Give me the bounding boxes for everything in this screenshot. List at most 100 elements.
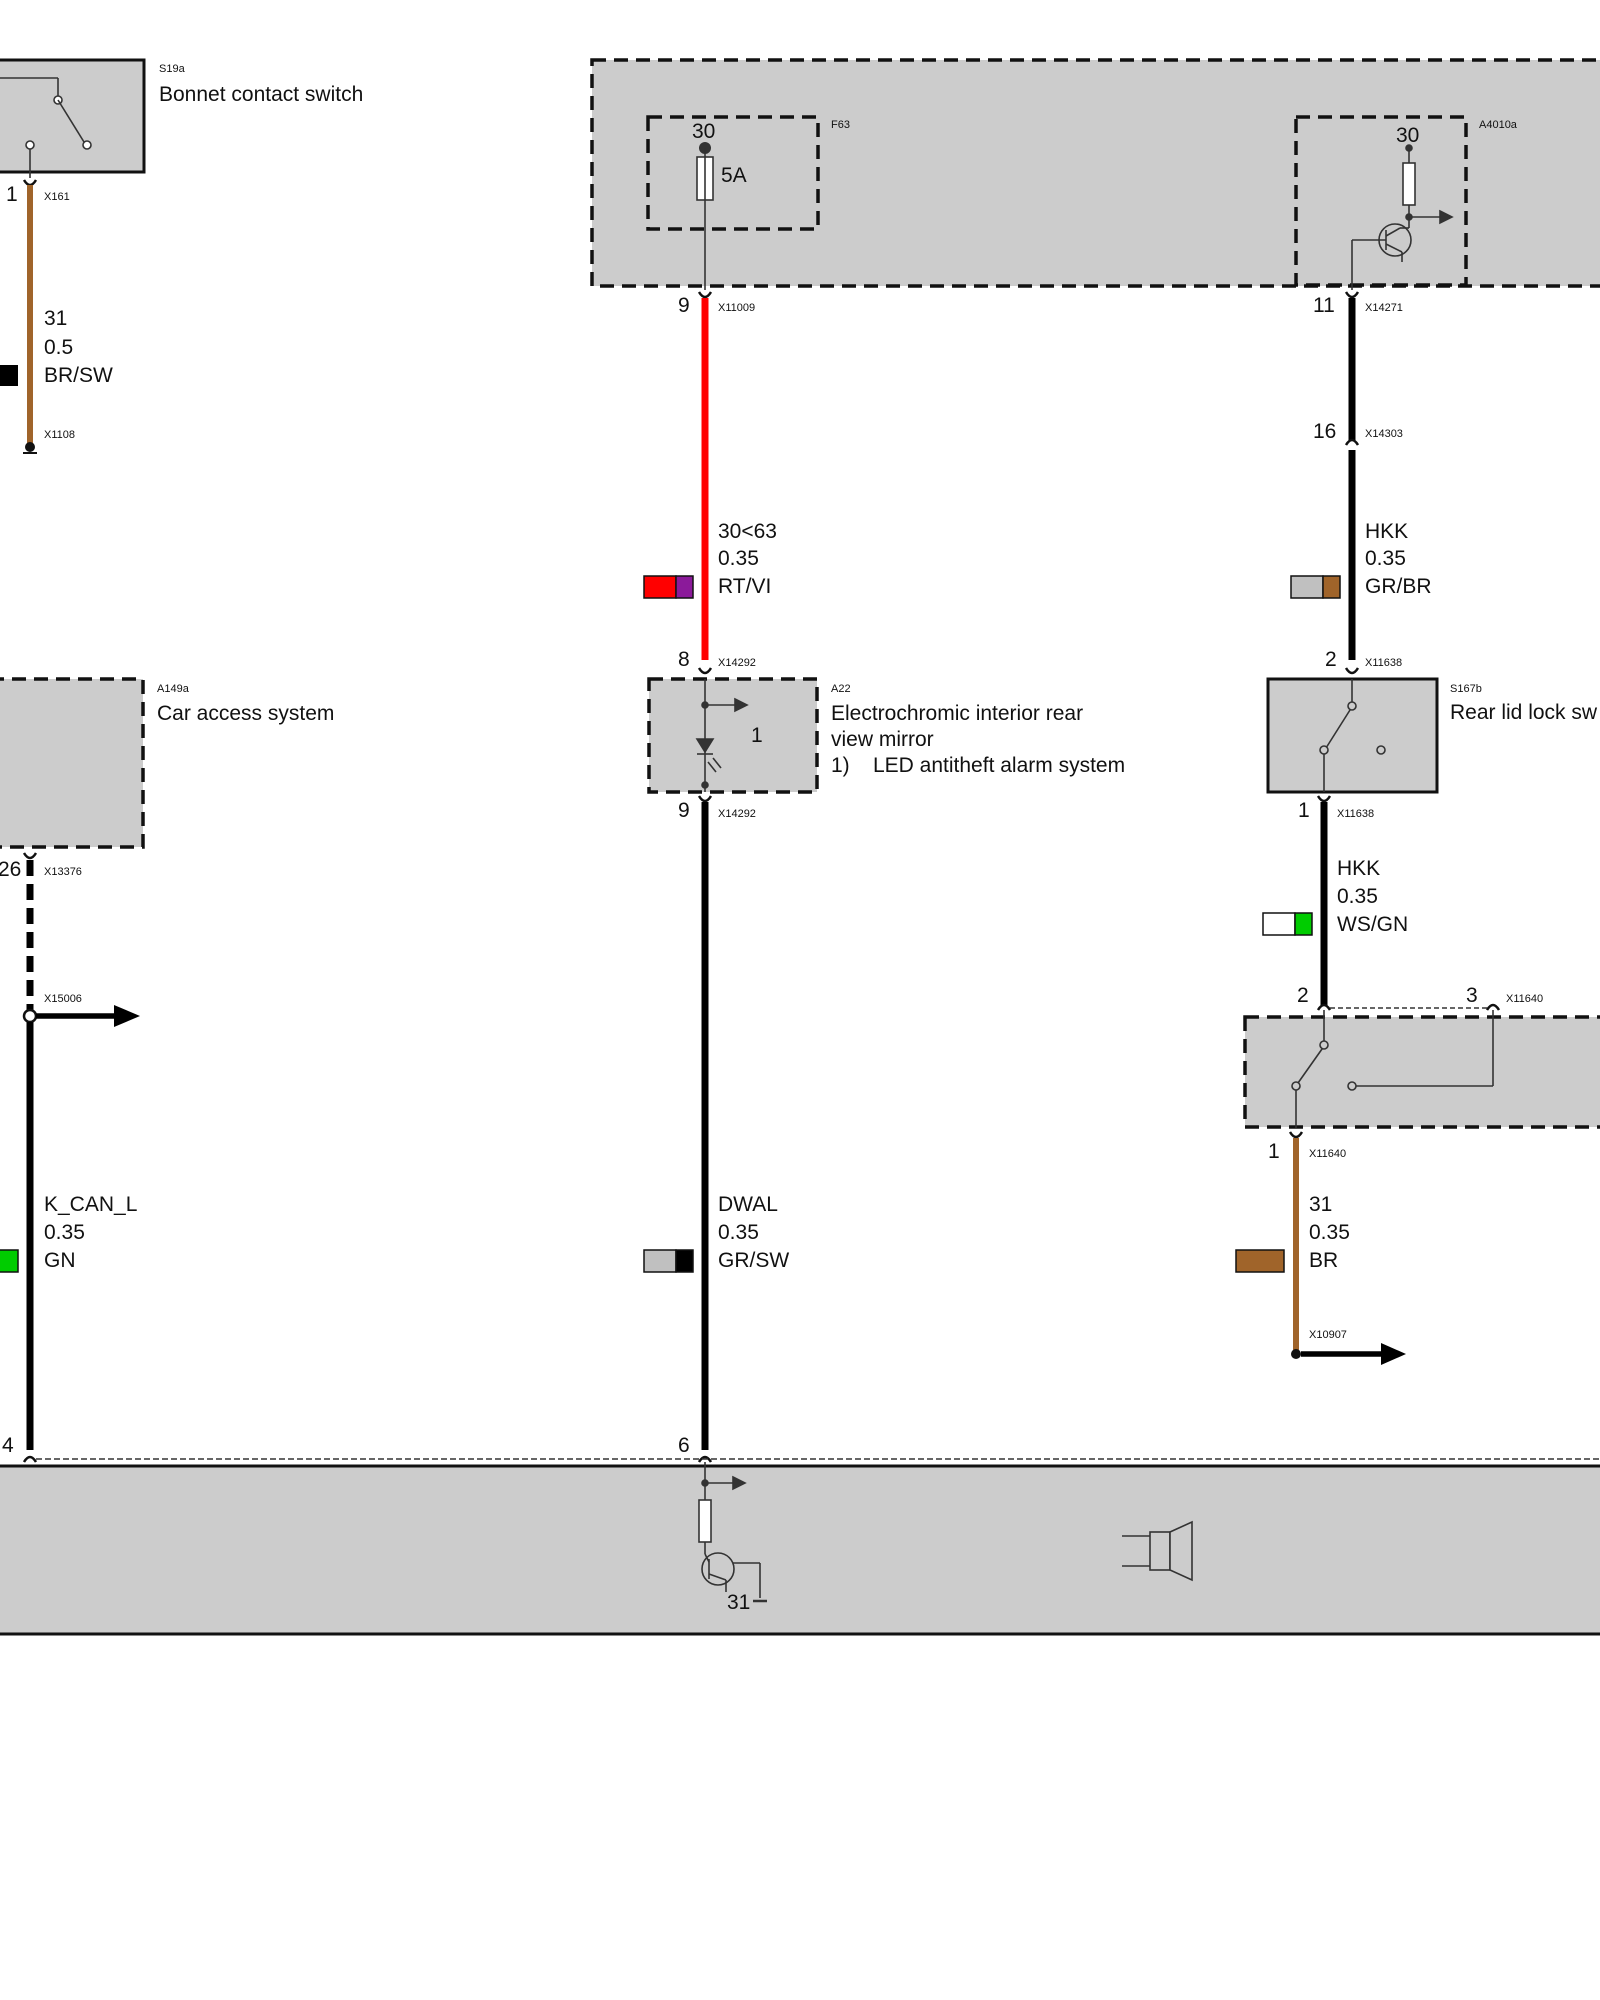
wire-color-swatch	[643, 575, 694, 599]
bonnet-contact-switch	[0, 58, 146, 178]
splice-point-icon	[22, 1008, 38, 1024]
x11640-b-id: X11640	[1506, 993, 1543, 1005]
w-hkk2-size: 0.35	[1337, 885, 1378, 908]
x11638-top-id: X11638	[1365, 657, 1402, 669]
x14271-id: X14271	[1365, 302, 1403, 314]
x161-pin: 1	[6, 183, 18, 206]
f63-id: F63	[831, 119, 850, 131]
w-ground-color: BR	[1309, 1249, 1338, 1272]
relay-switch-icon	[1291, 1010, 1494, 1128]
x11640-c-id: X11640	[1309, 1148, 1346, 1160]
x11638-top-pin: 2	[1325, 648, 1337, 671]
w-bonnet-signal: 31	[44, 307, 67, 330]
x11638-bot-id: X11638	[1337, 808, 1374, 820]
relay-x11640-box	[1243, 1015, 1600, 1129]
connector-icon	[22, 179, 38, 187]
s19a-id: S19a	[159, 63, 186, 75]
transistor-icon	[698, 1462, 767, 1603]
w-dwal-size: 0.35	[718, 1221, 759, 1244]
led-icon	[695, 679, 749, 792]
x15006-id: X15006	[44, 993, 82, 1005]
x14292-top-id: X14292	[718, 657, 756, 669]
a4010a-id: A4010a	[1479, 119, 1518, 131]
f63-rating: 5A	[721, 164, 747, 187]
w-hkk2-color: WS/GN	[1337, 913, 1408, 936]
a22-inner-ref: 1	[751, 724, 763, 747]
connector-icon	[1316, 795, 1332, 803]
power-distribution-module	[590, 58, 1600, 288]
a22-name-line2: view mirror	[831, 728, 934, 751]
a149a-id: A149a	[157, 683, 190, 695]
x13376-id: X13376	[44, 866, 82, 878]
w-hkk1-size: 0.35	[1365, 547, 1406, 570]
connector-icon	[697, 1455, 713, 1463]
wire-color-swatch	[0, 365, 18, 386]
fuse-f63-box	[646, 115, 820, 231]
a4010a-terminal: 30	[1396, 124, 1419, 147]
connector-icon	[697, 291, 713, 299]
x11009-id: X11009	[718, 302, 755, 314]
w-can-color: GN	[44, 1249, 76, 1272]
wire-color-swatch	[0, 1249, 19, 1273]
s167b-name: Rear lid lock sw	[1450, 701, 1598, 724]
a22-note-text: LED antitheft alarm system	[873, 754, 1125, 777]
x14292-bot-pin: 9	[678, 799, 690, 822]
x11640-c-pin: 1	[1268, 1140, 1280, 1163]
w-bonnet-color: BR/SW	[44, 364, 113, 387]
x14271-pin: 11	[1313, 294, 1335, 317]
a22-note-num: 1)	[831, 754, 850, 777]
x11640-b-pin: 3	[1466, 984, 1478, 1007]
a4010a-box	[1294, 115, 1468, 287]
connector-icon	[1316, 1003, 1332, 1011]
x11640-a-pin: 2	[1297, 984, 1309, 1007]
w-hkk1-color: GR/BR	[1365, 575, 1432, 598]
w-dwal-signal: DWAL	[718, 1193, 778, 1216]
x14303-pin: 16	[1313, 420, 1336, 443]
x14292-bot-id: X14292	[718, 808, 756, 820]
connector-icon	[1344, 667, 1360, 675]
connector-icon	[22, 852, 38, 860]
connector-icon	[1344, 291, 1360, 299]
switch-symbol-icon	[0, 77, 92, 178]
x13376-pin: 26	[0, 858, 21, 881]
w-hkk1-signal: HKK	[1365, 520, 1408, 543]
a22-id: A22	[831, 683, 851, 695]
alarm-siren-module	[0, 1464, 1600, 1636]
w-f63-color: RT/VI	[718, 575, 771, 598]
splice-point-icon	[1291, 1349, 1301, 1359]
wire-color-swatch	[1290, 575, 1341, 599]
connector-icon	[1344, 438, 1360, 446]
connector-icon	[697, 667, 713, 675]
connector-icon	[22, 1455, 38, 1463]
wire-color-swatch	[643, 1249, 694, 1273]
ground-point-icon	[25, 442, 35, 452]
w-hkk2-signal: HKK	[1337, 857, 1380, 880]
w-ground-size: 0.35	[1309, 1221, 1350, 1244]
connector-icon	[1288, 1131, 1304, 1139]
bottom-b-pin: 6	[678, 1434, 690, 1457]
wire-color-swatch	[1262, 912, 1313, 936]
w-can-size: 0.35	[44, 1221, 85, 1244]
s167b-id: S167b	[1450, 683, 1482, 695]
transistor-icon	[1351, 144, 1454, 290]
mirror-a22-box	[647, 677, 819, 794]
w-can-signal: K_CAN_L	[44, 1193, 137, 1216]
horn-icon	[1122, 1520, 1193, 1582]
f63-terminal: 30	[692, 120, 715, 143]
x10907-id: X10907	[1309, 1329, 1347, 1341]
connector-icon	[1485, 1003, 1501, 1011]
a149a-name: Car access system	[157, 702, 334, 725]
w-ground-signal: 31	[1309, 1193, 1332, 1216]
x14292-top-pin: 8	[678, 648, 690, 671]
w-f63-signal: 30<63	[718, 520, 777, 543]
x11009-pin: 9	[678, 294, 690, 317]
switch-symbol-icon	[1319, 679, 1386, 792]
s19a-name: Bonnet contact switch	[159, 83, 363, 106]
x14303-id: X14303	[1365, 428, 1403, 440]
car-access-system-box	[0, 677, 145, 849]
bottom-a-pin: 4	[2, 1434, 14, 1457]
w-bonnet-size: 0.5	[44, 336, 73, 359]
w-dwal-color: GR/SW	[718, 1249, 789, 1272]
a22-name-line1: Electrochromic interior rear	[831, 702, 1083, 725]
